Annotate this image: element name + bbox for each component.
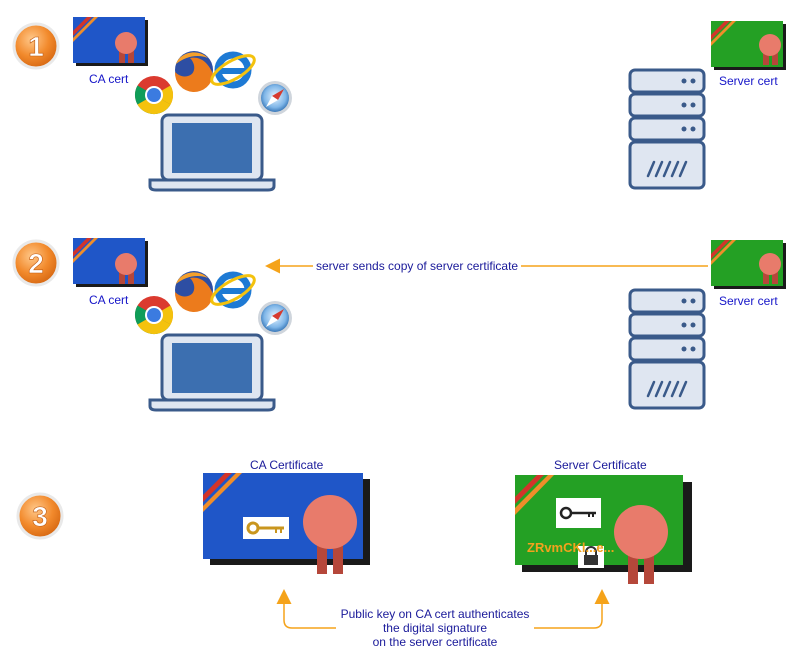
step-number-3: 3 <box>32 501 48 532</box>
key-icon <box>556 498 601 528</box>
browser-firefox-icon <box>174 271 213 313</box>
server-cert-label-step2: Server cert <box>719 294 778 308</box>
authentication-connector <box>276 589 610 629</box>
server-cert-label-step1: Server cert <box>719 74 778 88</box>
browser-firefox-icon <box>174 51 213 93</box>
lock-icon <box>578 546 604 568</box>
ca-cert-label-step2: CA cert <box>89 293 129 307</box>
browser-chrome-icon <box>134 76 174 115</box>
server-cert-icon-step1 <box>711 21 786 70</box>
ca-certificate-title: CA Certificate <box>250 458 324 472</box>
browser-safari-icon <box>258 301 292 335</box>
bottom-caption-line2: the digital signature <box>382 621 488 635</box>
browser-ie-icon <box>210 271 256 309</box>
seal-icon <box>614 505 668 584</box>
browser-safari-icon <box>258 81 292 115</box>
browser-chrome-icon <box>134 296 174 335</box>
key-icon <box>243 517 289 539</box>
laptop-icon-step2 <box>148 333 276 412</box>
bottom-caption: Public key on CA cert authenticates the … <box>336 607 534 649</box>
laptop-icon-step1 <box>148 113 276 192</box>
browser-ie-icon <box>210 51 256 89</box>
arrow-label: server sends copy of server certificate <box>313 259 522 273</box>
step-badge-1: 1 <box>12 22 60 70</box>
browser-cluster-step1 <box>134 51 292 115</box>
step-number-1: 1 <box>28 31 44 62</box>
ca-cert-label-step1: CA cert <box>89 72 129 86</box>
ca-certificate-large <box>203 473 370 574</box>
ca-cert-icon-step1 <box>73 17 148 66</box>
seal-icon <box>303 495 357 574</box>
step-number-2: 2 <box>28 248 44 279</box>
server-cert-icon-step2 <box>711 240 786 289</box>
server-certificate-title: Server Certificate <box>554 458 647 472</box>
server-certificate-large <box>515 475 692 584</box>
step-badge-2: 2 <box>12 239 60 287</box>
digital-signature-text: ZRvmCKl...e... <box>527 540 615 555</box>
server-icon-step2 <box>628 288 706 410</box>
bottom-caption-line3: on the server certificate <box>372 635 498 649</box>
bottom-caption-line1: Public key on CA cert authenticates <box>340 607 530 621</box>
server-icon-step1 <box>628 68 706 190</box>
ca-cert-icon-step2 <box>73 238 148 287</box>
step-badge-3: 3 <box>16 492 64 540</box>
browser-cluster-step2 <box>134 271 292 335</box>
